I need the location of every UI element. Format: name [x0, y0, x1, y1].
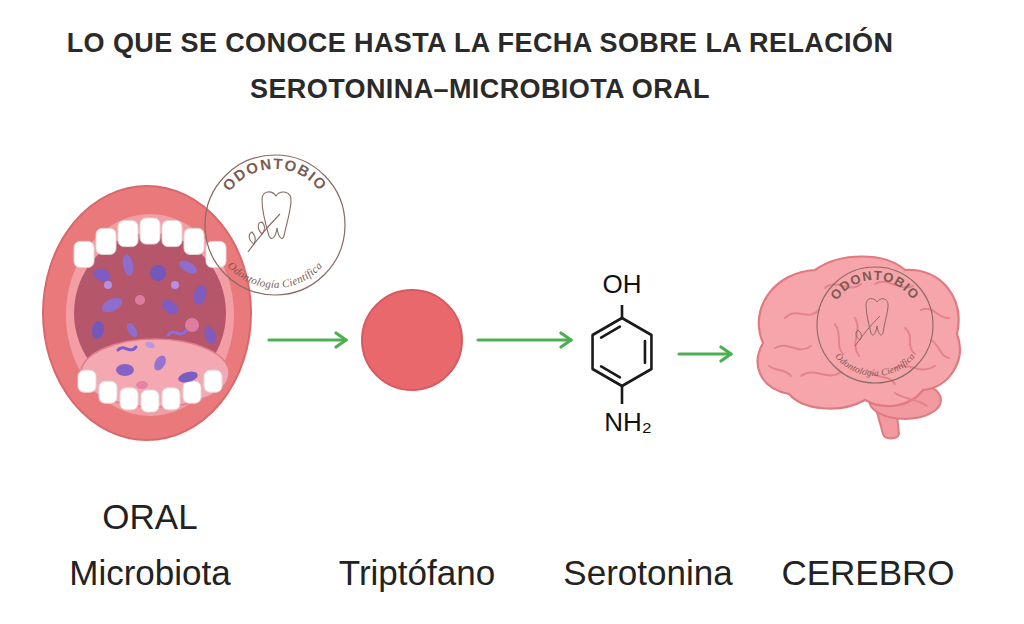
drawing-part	[262, 192, 291, 239]
double-bond	[601, 327, 620, 338]
watermark-text-path: Odontología Científica	[226, 259, 325, 290]
bacterium	[171, 281, 179, 289]
upper-tooth	[96, 228, 116, 254]
lower-tooth	[162, 388, 180, 410]
brain-fold	[931, 340, 949, 358]
watermark-text-path: ODONTOBIO	[827, 268, 922, 303]
drawing-part	[855, 316, 880, 346]
brain-drawing	[745, 248, 967, 443]
brain-fold	[825, 284, 861, 288]
watermark-seal	[817, 267, 933, 383]
drawing-part	[866, 299, 888, 335]
lower-tooth	[78, 370, 96, 392]
brain-fold	[801, 372, 841, 376]
bacterium	[177, 370, 199, 385]
upper-tooth	[162, 221, 182, 247]
tryptophan-circle: Triptófano	[360, 288, 464, 392]
tooth-leaf-sketch	[855, 299, 888, 346]
lower-tooth	[204, 370, 222, 392]
drawing-part	[258, 222, 264, 234]
watermark-text: Odontología Científica	[226, 259, 325, 290]
bacterium	[202, 325, 218, 345]
bacterium	[121, 253, 135, 276]
bacterium	[159, 297, 181, 318]
double-bond	[644, 341, 647, 363]
bacterium	[91, 320, 106, 340]
watermark-text: ODONTOBIO	[219, 155, 331, 194]
brain-fold	[895, 393, 927, 406]
seal-ring	[205, 155, 345, 295]
bacterium	[177, 258, 199, 277]
brain-fold	[769, 366, 791, 376]
brain-illustration: CEREBRO	[745, 248, 967, 443]
node-label: CEREBRO	[781, 553, 954, 593]
benzene-ring	[593, 318, 652, 386]
brain-fold	[875, 282, 913, 288]
bond	[621, 386, 624, 404]
watermark-seal	[205, 155, 345, 295]
bacterium	[125, 321, 140, 339]
bacterium	[152, 354, 169, 373]
cerebrum	[758, 257, 960, 409]
watermark-text: ODONTOBIO	[827, 268, 922, 303]
bacterium	[91, 266, 112, 283]
lower-tooth	[183, 381, 201, 403]
bond	[621, 305, 624, 318]
flow-arrow	[478, 338, 571, 341]
brain-fold	[905, 328, 915, 354]
lower-tooth	[141, 390, 159, 412]
watermark-text-path: Odontología Científica	[833, 351, 917, 378]
upper-tooth	[140, 218, 160, 244]
node-heading: ORAL	[102, 497, 197, 537]
chemical-group: NH₂	[604, 408, 652, 438]
brain-fold	[855, 318, 859, 356]
seal-ring	[817, 267, 933, 383]
lower-tooth	[120, 388, 138, 410]
drawing-part	[856, 330, 861, 340]
upper-tooth	[118, 221, 138, 247]
bacterium	[192, 284, 209, 306]
mouth-drawing	[40, 185, 255, 445]
bacterium	[118, 347, 136, 350]
brain-fold	[921, 309, 949, 319]
bacterium	[168, 331, 186, 335]
tryptophan-drawing	[360, 288, 464, 392]
brain-fold	[785, 310, 819, 318]
tooth-leaf-sketch	[248, 192, 291, 252]
node-label: Microbiota	[69, 553, 230, 593]
bacterium	[150, 265, 166, 281]
brain-fold	[895, 366, 935, 370]
drawing-part	[248, 214, 280, 252]
bacterium	[136, 381, 148, 389]
node-label: Triptófano	[339, 553, 495, 593]
node-label: Serotonina	[563, 553, 732, 593]
bacterium	[104, 281, 112, 289]
bacterium	[144, 340, 155, 349]
diagram-title: LO QUE SE CONOCE HASTA LA FECHA SOBRE LA…	[50, 20, 910, 112]
bacterium	[135, 295, 145, 305]
double-bond	[601, 366, 620, 377]
flow-arrow	[679, 352, 731, 355]
bacterium	[99, 295, 124, 315]
upper-tooth	[206, 241, 226, 267]
brain-fold	[867, 370, 895, 384]
upper-tooth	[184, 228, 204, 254]
chemical-group: OH	[603, 270, 642, 300]
flow-arrow	[269, 338, 346, 341]
lower-tooth	[99, 381, 117, 403]
mouth-illustration: ORALMicrobiota	[40, 185, 255, 445]
watermark-text: Odontología Científica	[833, 351, 917, 378]
drawing-part	[249, 232, 255, 244]
bacterium	[185, 318, 199, 332]
gums	[66, 214, 234, 416]
upper-tooth	[74, 241, 94, 267]
brain-fold	[775, 346, 811, 350]
watermark-text-path: ODONTOBIO	[219, 155, 331, 194]
bacterium	[116, 364, 134, 376]
tryptophan-disc	[362, 290, 462, 390]
lips	[43, 186, 251, 440]
brain-fold	[835, 324, 843, 354]
